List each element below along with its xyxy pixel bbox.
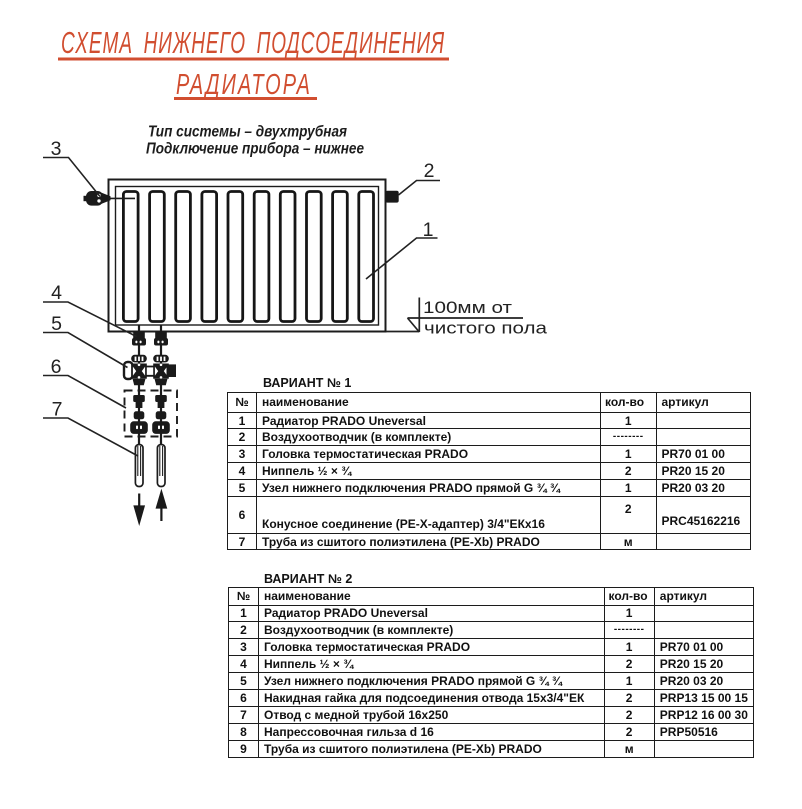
svg-text:РАДИАТОРА: РАДИАТОРА bbox=[176, 69, 312, 101]
svg-text:100мм от: 100мм от bbox=[423, 299, 513, 317]
svg-text:1: 1 bbox=[423, 219, 434, 241]
svg-text:Тип системы – двухтрубная: Тип системы – двухтрубная bbox=[148, 124, 347, 141]
svg-text:3: 3 bbox=[51, 138, 62, 160]
svg-text:7: 7 bbox=[52, 399, 63, 421]
svg-text:Подключение прибора – нижнее: Подключение прибора – нижнее bbox=[146, 141, 364, 158]
svg-text:5: 5 bbox=[51, 313, 62, 335]
svg-text:4: 4 bbox=[51, 282, 62, 304]
svg-text:6: 6 bbox=[51, 356, 62, 378]
svg-text:чистого пола: чистого пола bbox=[424, 320, 548, 338]
svg-text:СХЕМА НИЖНЕГО ПОДСОЕДИНЕНИЯ: СХЕМА НИЖНЕГО ПОДСОЕДИНЕНИЯ bbox=[61, 26, 445, 60]
svg-text:2: 2 bbox=[424, 160, 435, 182]
